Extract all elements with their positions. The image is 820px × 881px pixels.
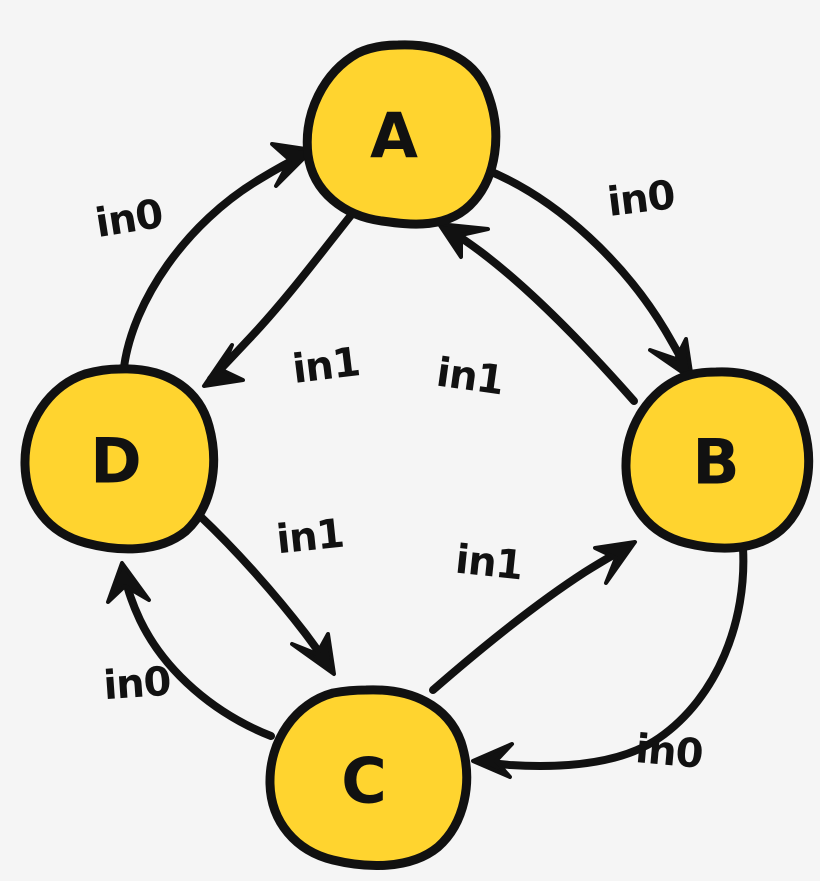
node-b-label: B: [692, 426, 739, 499]
node-c-label: C: [341, 745, 387, 818]
edge-b-to-c-path: [478, 544, 748, 770]
edge-c-to-d[interactable]: [106, 561, 275, 740]
node-a-shape: [302, 40, 501, 229]
edge-c-to-b[interactable]: [429, 540, 637, 694]
edge-label-d-to-a: in0: [92, 191, 165, 247]
node-d[interactable]: D: [20, 364, 219, 554]
edge-a-to-d[interactable]: [202, 210, 356, 388]
node-d-shape: [20, 364, 219, 554]
edge-c-to-d-arrowhead: [106, 561, 151, 604]
edge-label-c-to-d: in0: [102, 659, 172, 710]
edge-b-to-c-arrowhead: [471, 742, 514, 779]
edge-d-to-a-arrowhead: [270, 142, 314, 188]
edge-label-a-to-b: in0: [605, 172, 677, 226]
edge-c-to-d-path: [120, 569, 275, 740]
node-d-label: D: [90, 425, 141, 498]
edge-b-to-a[interactable]: [437, 222, 638, 405]
node-c-shape: [265, 685, 472, 870]
edge-c-to-b-arrowhead: [593, 540, 637, 585]
node-b-shape: [621, 367, 814, 553]
node-c[interactable]: C: [265, 685, 472, 870]
edge-d-to-a[interactable]: [120, 142, 314, 371]
edge-b-to-a-arrowhead: [437, 222, 490, 259]
edge-d-to-c[interactable]: [196, 512, 336, 676]
edge-label-c-to-b: in1: [453, 537, 524, 590]
edge-d-to-c-arrowhead: [290, 632, 336, 676]
node-a[interactable]: A: [302, 40, 501, 229]
node-a-label: A: [370, 100, 418, 173]
edge-a-to-b[interactable]: [483, 166, 694, 381]
edge-label-b-to-c: in0: [634, 726, 705, 778]
node-b[interactable]: B: [621, 367, 814, 553]
edge-label-d-to-c: in1: [274, 511, 345, 564]
edge-label-a-to-d: in1: [290, 339, 362, 393]
edge-b-to-c[interactable]: [471, 544, 748, 779]
edge-a-to-b-arrowhead: [648, 337, 694, 381]
edge-label-b-to-a: in1: [434, 350, 507, 405]
edge-a-to-d-arrowhead: [202, 343, 245, 388]
